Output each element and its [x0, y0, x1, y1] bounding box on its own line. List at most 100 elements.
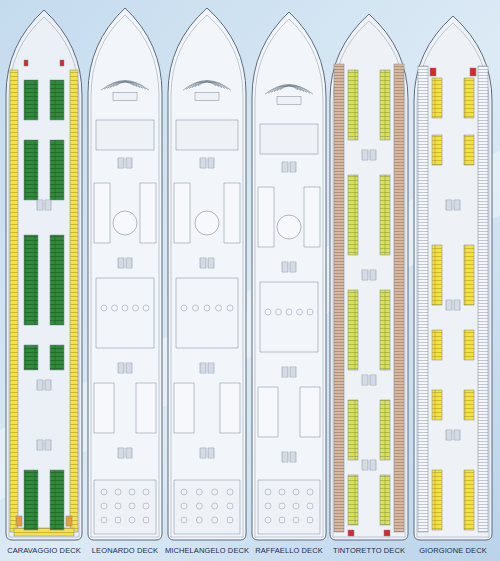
- plan-detail: [37, 440, 43, 450]
- plan-detail: [45, 208, 51, 209]
- plan-detail: [362, 462, 368, 463]
- plan-detail: [290, 166, 296, 167]
- plan-detail: [446, 204, 452, 205]
- plan-detail: [334, 64, 344, 532]
- plan-detail: [454, 300, 460, 310]
- plan-detail: [362, 154, 368, 155]
- plan-detail: [279, 503, 285, 509]
- plan-detail: [200, 160, 206, 161]
- plan-detail: [290, 371, 296, 372]
- plan-detail: [290, 367, 296, 377]
- plan-detail: [432, 390, 442, 420]
- plan-detail: [290, 264, 296, 265]
- theatre-seating: [265, 85, 313, 95]
- plan-detail: [208, 262, 214, 263]
- plan-detail: [113, 93, 137, 101]
- plan-detail: [276, 309, 282, 315]
- plan-detail: [126, 448, 132, 458]
- plan-detail: [200, 266, 206, 267]
- ship-hull: [88, 8, 162, 540]
- plan-detail: [181, 305, 187, 311]
- plan-detail: [370, 272, 376, 273]
- plan-detail: [370, 462, 376, 463]
- theatre-seating: [195, 82, 219, 87]
- plan-detail: [126, 450, 132, 451]
- plan-detail: [37, 448, 43, 449]
- plan-detail: [200, 365, 206, 366]
- plan-detail: [380, 475, 390, 525]
- plan-detail: [200, 450, 206, 451]
- plan-detail: [200, 369, 206, 370]
- plan-detail: [200, 371, 206, 372]
- plan-detail: [101, 517, 107, 523]
- restaurant-outline: [94, 480, 156, 534]
- plan-detail: [464, 135, 474, 165]
- plan-detail: [45, 380, 51, 390]
- plan-detail: [176, 278, 238, 348]
- theatre-seating: [268, 85, 310, 93]
- plan-detail: [126, 367, 132, 368]
- plan-detail: [454, 438, 460, 439]
- plan-detail: [200, 448, 206, 458]
- plan-detail: [446, 300, 452, 310]
- plan-detail: [118, 260, 124, 261]
- plan-detail: [370, 270, 376, 280]
- plan-detail: [143, 503, 149, 509]
- plan-detail: [478, 66, 488, 532]
- theatre-seating: [192, 82, 222, 88]
- plan-detail: [118, 450, 124, 451]
- plan-detail: [195, 93, 219, 101]
- plan-detail: [37, 388, 43, 389]
- plan-detail: [446, 306, 452, 307]
- plan-detail: [370, 383, 376, 384]
- plan-detail: [362, 276, 368, 277]
- plan-detail: [227, 503, 233, 509]
- plan-detail: [50, 235, 64, 325]
- plan-detail: [370, 156, 376, 157]
- plan-detail: [212, 489, 218, 495]
- plan-detail: [220, 383, 240, 433]
- plan-detail: [118, 262, 124, 263]
- plan-detail: [282, 371, 288, 372]
- theatre-seating: [183, 81, 231, 91]
- plan-detail: [446, 436, 452, 437]
- plan-detail: [464, 390, 474, 420]
- plan-detail: [212, 503, 218, 509]
- plan-detail: [370, 466, 376, 467]
- plan-detail: [126, 371, 132, 372]
- plan-detail: [282, 456, 288, 457]
- plan-detail: [260, 124, 318, 154]
- plan-detail: [126, 264, 132, 265]
- plan-detail: [208, 258, 214, 268]
- plan-detail: [362, 150, 368, 160]
- plan-detail: [380, 175, 390, 255]
- plan-detail: [293, 503, 299, 509]
- plan-detail: [118, 452, 124, 453]
- plan-detail: [362, 468, 368, 469]
- plan-detail: [24, 470, 38, 530]
- plan-detail: [216, 305, 222, 311]
- plan-detail: [432, 245, 442, 305]
- plan-detail: [115, 517, 121, 523]
- plan-detail: [370, 464, 376, 465]
- plan-detail: [118, 365, 124, 366]
- plan-detail: [454, 436, 460, 437]
- plan-detail: [380, 70, 390, 140]
- plan-detail: [464, 470, 474, 530]
- plan-detail: [126, 454, 132, 455]
- plan-detail: [208, 363, 214, 373]
- plan-detail: [454, 430, 460, 440]
- plan-detail: [282, 458, 288, 459]
- theatre-seating: [113, 82, 137, 87]
- plan-detail: [454, 302, 460, 303]
- theatre-seating: [277, 86, 301, 91]
- plan-detail: [37, 384, 43, 385]
- plan-detail: [293, 489, 299, 495]
- plan-detail: [10, 70, 18, 532]
- plan-detail: [24, 235, 38, 325]
- plan-detail: [282, 452, 288, 462]
- plan-detail: [454, 434, 460, 435]
- plan-detail: [212, 517, 218, 523]
- plan-detail: [464, 245, 474, 305]
- plan-detail: [290, 168, 296, 169]
